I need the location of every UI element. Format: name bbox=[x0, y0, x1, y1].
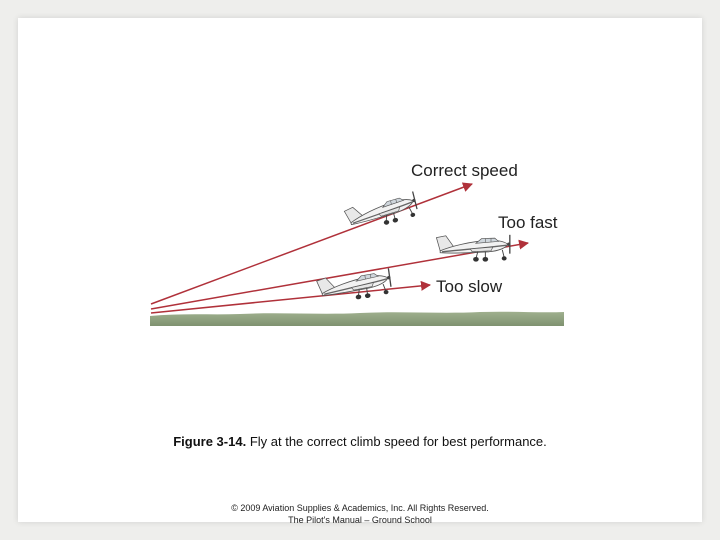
slide-card bbox=[18, 18, 702, 522]
too-slow-label: Too slow bbox=[436, 277, 503, 296]
footer-copyright: © 2009 Aviation Supplies & Academics, In… bbox=[231, 503, 489, 513]
figure-number: Figure 3-14. bbox=[173, 434, 247, 449]
caption-text: Fly at the correct climb speed for best … bbox=[249, 434, 547, 449]
too-slow-arrow bbox=[150, 280, 431, 314]
too-fast-arrow bbox=[150, 239, 529, 310]
figure-caption: Figure 3-14. Fly at the correct climb sp… bbox=[0, 434, 720, 449]
ground-strip bbox=[150, 311, 564, 326]
correct-speed-label: Correct speed bbox=[411, 161, 518, 180]
too-fast-label: Too fast bbox=[498, 213, 558, 232]
footer-title: The Pilot's Manual – Ground School bbox=[288, 515, 432, 525]
correct-speed-arrow bbox=[150, 182, 473, 305]
